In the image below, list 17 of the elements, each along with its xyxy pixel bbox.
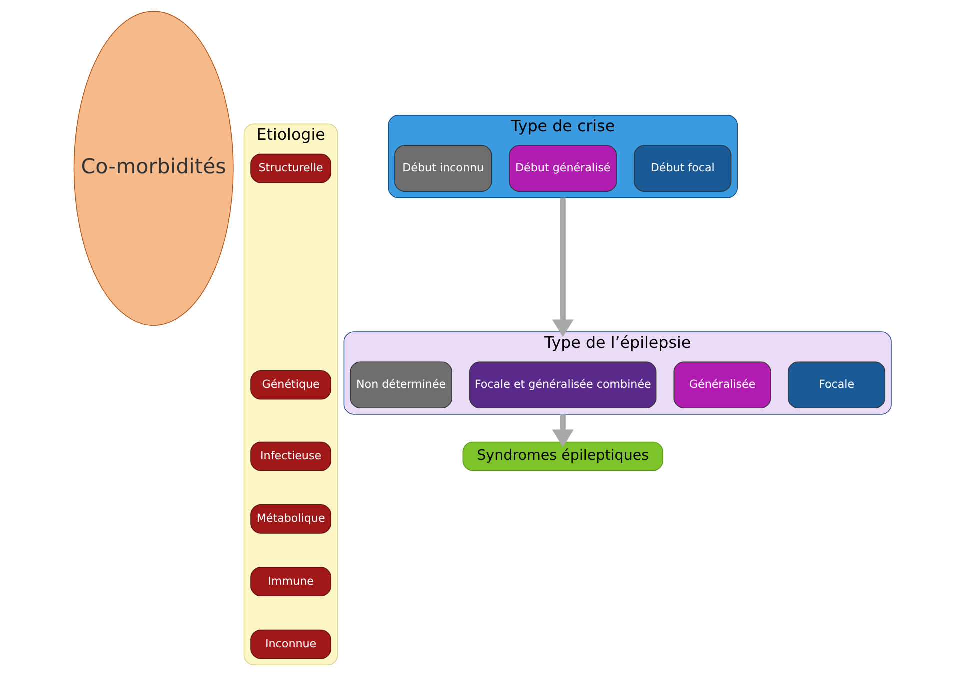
node-box: Inconnue xyxy=(250,630,331,660)
node-box: Immune xyxy=(250,567,331,596)
arrow xyxy=(552,198,574,338)
node-box: Généralisée xyxy=(673,362,771,409)
node-box: Infectieuse xyxy=(250,442,331,472)
node-box: Début focal xyxy=(634,145,732,192)
node-box: Non déterminée xyxy=(350,362,452,409)
node-ellipse: Co-morbidités xyxy=(73,11,234,326)
arrow xyxy=(552,414,574,448)
node-box: Focale et généralisée combinée xyxy=(469,362,656,409)
node-box: Structurelle xyxy=(250,154,331,184)
node-box: Génétique xyxy=(250,370,331,400)
node-box: Début inconnu xyxy=(394,145,492,192)
node-box: Syndromes épileptiques xyxy=(462,442,663,472)
node-box: Métabolique xyxy=(250,504,331,534)
node-box: Focale xyxy=(787,362,886,409)
node-box: Début généralisé xyxy=(508,145,617,192)
